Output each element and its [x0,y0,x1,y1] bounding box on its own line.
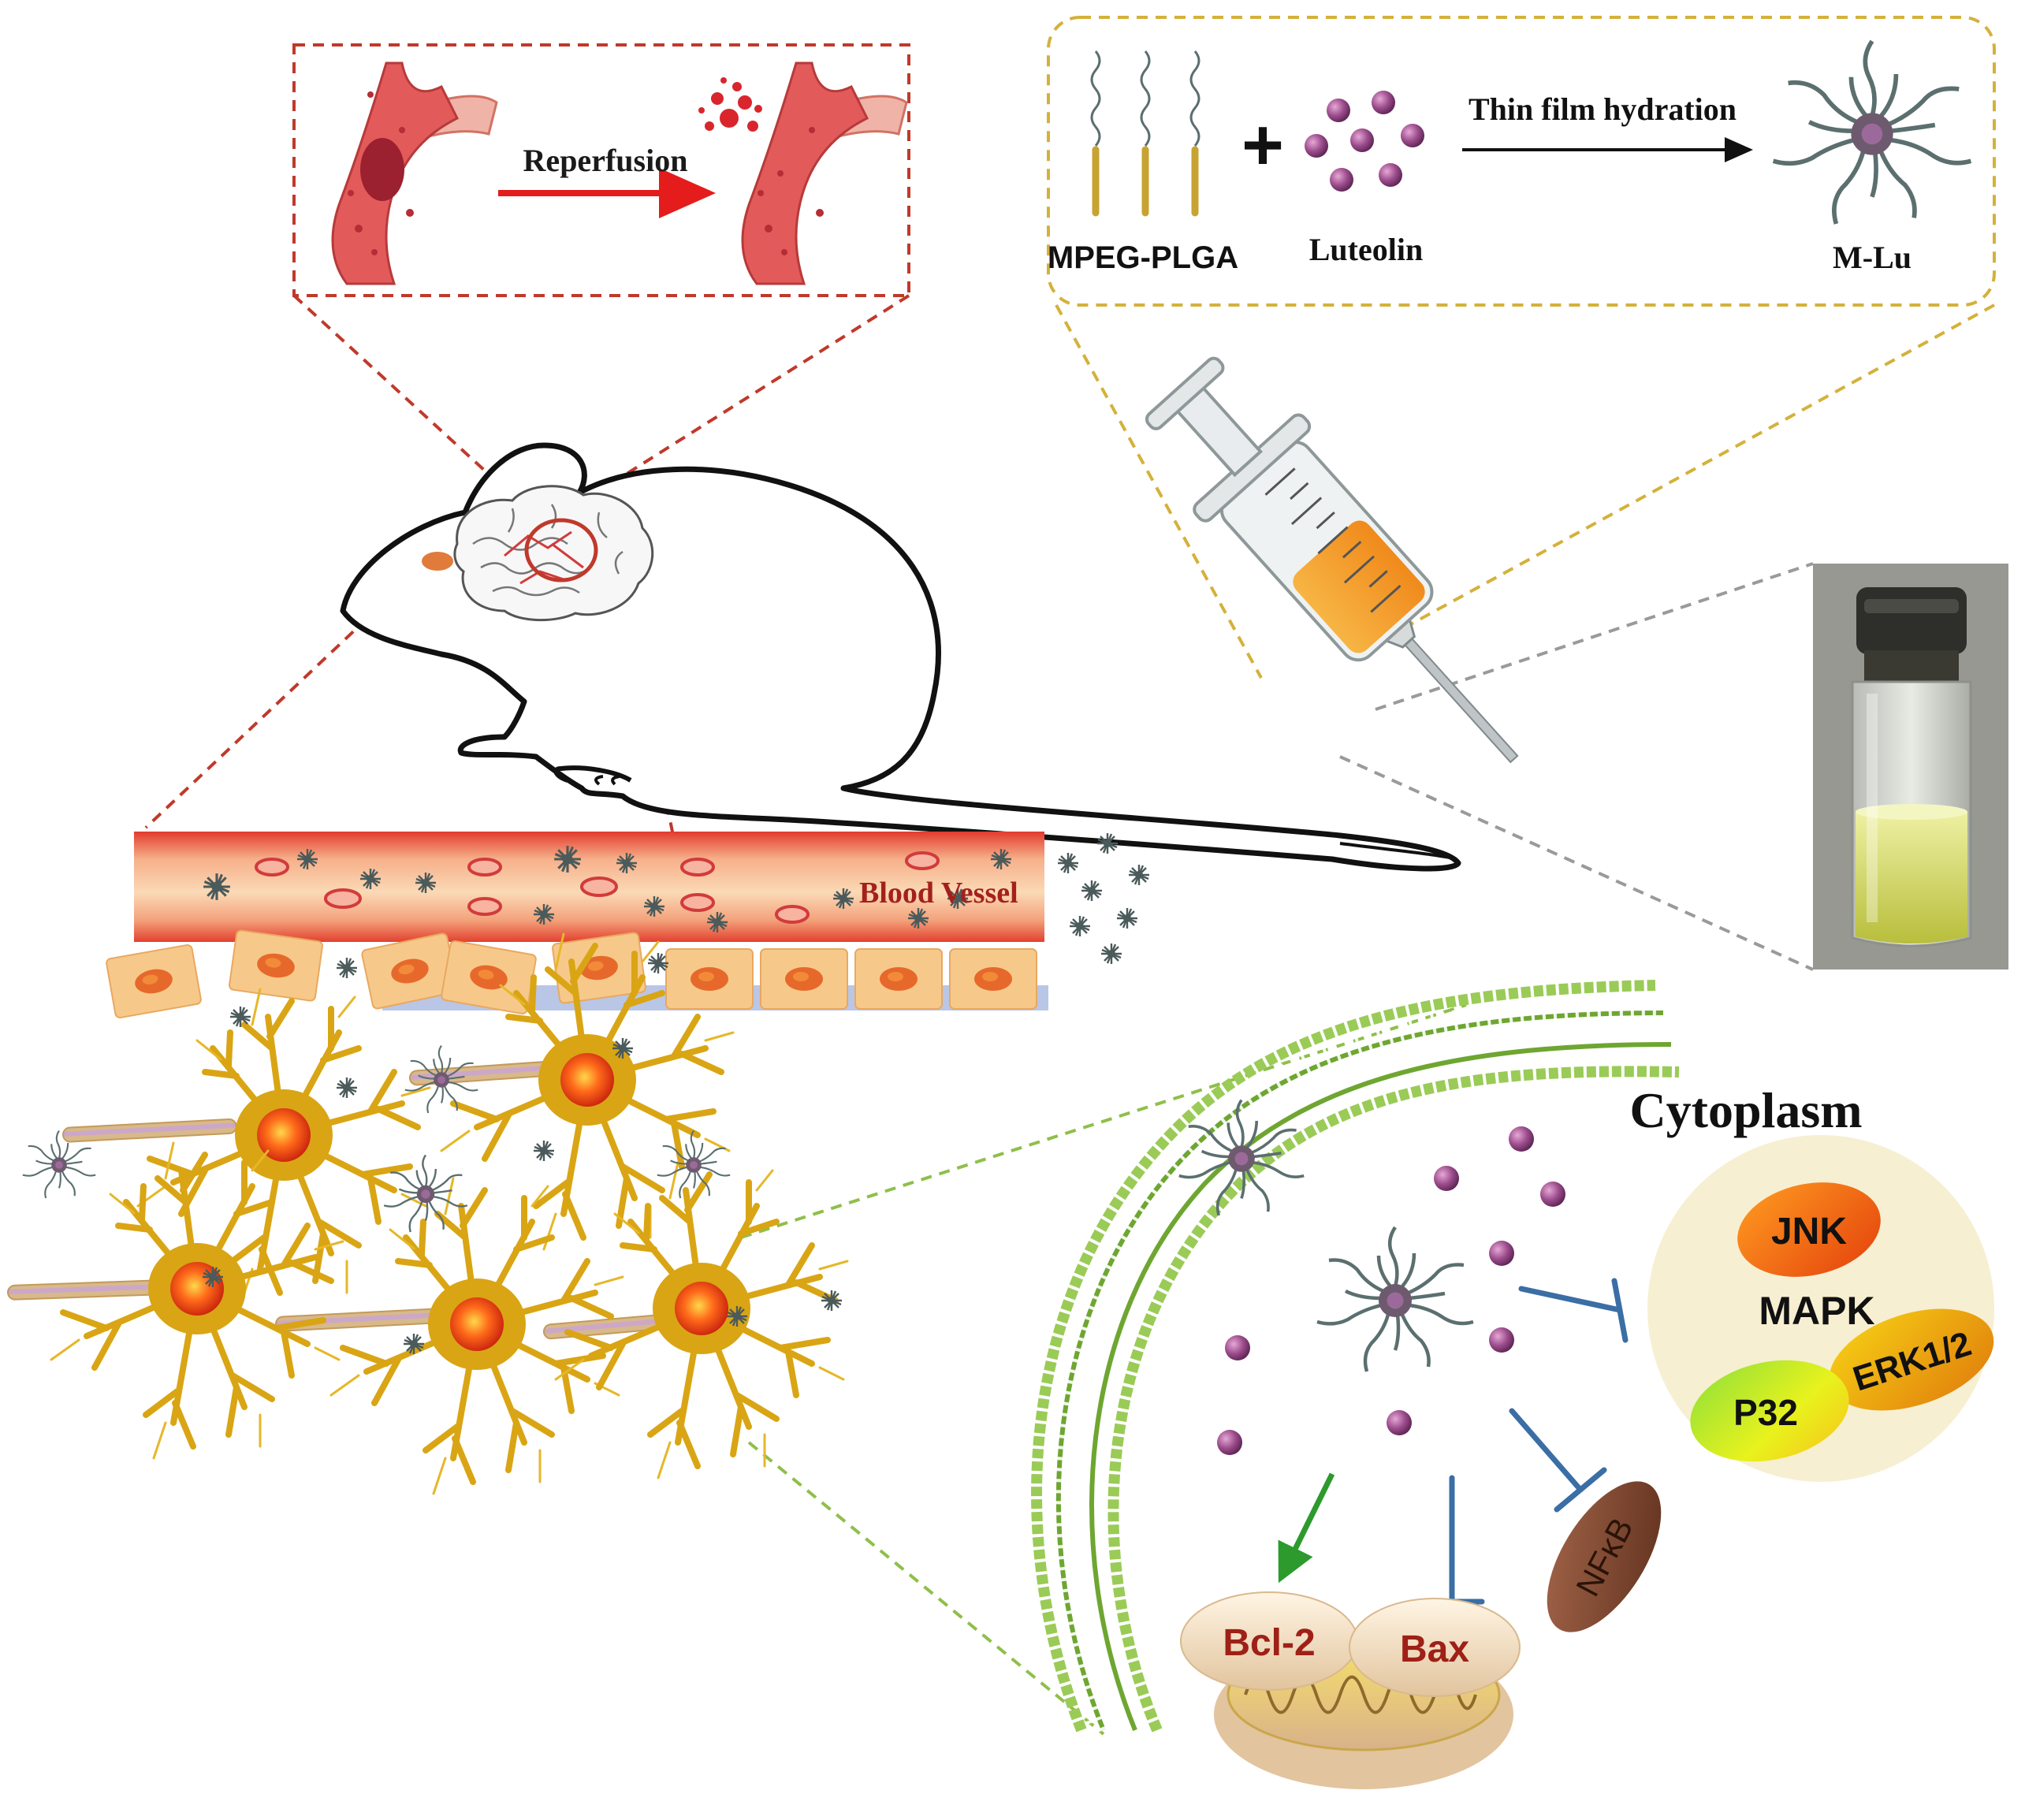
bcl2-protein: Bcl-2 [1180,1591,1358,1691]
zoom-connectors [144,294,1995,1736]
m-lu-in-cytoplasm [1317,1227,1473,1372]
m-lu-label: M-Lu [1833,240,1911,275]
thin-film-hydration-label: Thin film hydration [1468,91,1737,127]
clot-fragments-icon [698,77,762,132]
neurons-cluster [6,934,847,1494]
red-blood-cells [255,851,940,924]
mpeg-plga-chains-icon [1090,50,1200,217]
luteolin-molecules-icon [1305,91,1424,192]
jnk-kinase [1737,1182,1881,1277]
synthesis-panel: MPEG-PLGA + Luteolin Thin film hydration… [1047,16,1996,307]
bcl2-label: Bcl-2 [1223,1622,1315,1664]
cytoplasm-label: Cytoplasm [1629,1082,1862,1138]
reperfused-vessel-illustration [698,61,908,285]
jnk-label: JNK [1771,1211,1847,1252]
inhibition-arrow-bax [1420,1475,1485,1605]
activation-arrow-bcl2 [1278,1472,1335,1584]
clot-icon [360,138,404,201]
brain-focus-circle [524,518,598,582]
released-luteolin [1217,1126,1565,1455]
blood-vessel-illustration: Blood Vessel [134,832,1044,942]
p32-kinase [1690,1360,1849,1462]
mapk-label: MAPK [1759,1289,1874,1333]
inhibition-arrow-nfkb [1509,1408,1607,1513]
reperfusion-label: Reperfusion [523,143,688,178]
reperfusion-panel: Reperfusion [292,43,910,297]
occluded-vessel-illustration [331,61,498,285]
mpeg-plga-label: MPEG-PLGA [1048,240,1238,275]
nfkb-protein: NFκB [1547,1481,1662,1632]
bax-protein: Bax [1349,1598,1521,1697]
luteolin-label: Luteolin [1309,232,1423,267]
mouse-eye [422,552,453,571]
erk12-kinase [1829,1308,1994,1411]
blood-vessel-label: Blood Vessel [859,877,1018,910]
p32-label: P32 [1733,1392,1798,1433]
extravasated-nanoparticles [1056,832,1151,966]
plus-sign: + [1241,105,1284,185]
reperfusion-frame [292,43,910,297]
mapk-pathway: JNK MAPK ERK1/2 P32 [1647,1135,1994,1482]
cell-membrane [1031,980,1680,1737]
syringe-icon [1145,356,1519,764]
vial-photo [1813,564,2008,970]
inhibition-arrow-mapk [1518,1278,1629,1343]
synthesis-frame [1047,16,1996,307]
brain-icon [453,485,654,622]
bax-label: Bax [1400,1628,1469,1670]
endothelial-layer [105,929,1048,1019]
m-lu-micelle-icon [1774,41,1971,224]
